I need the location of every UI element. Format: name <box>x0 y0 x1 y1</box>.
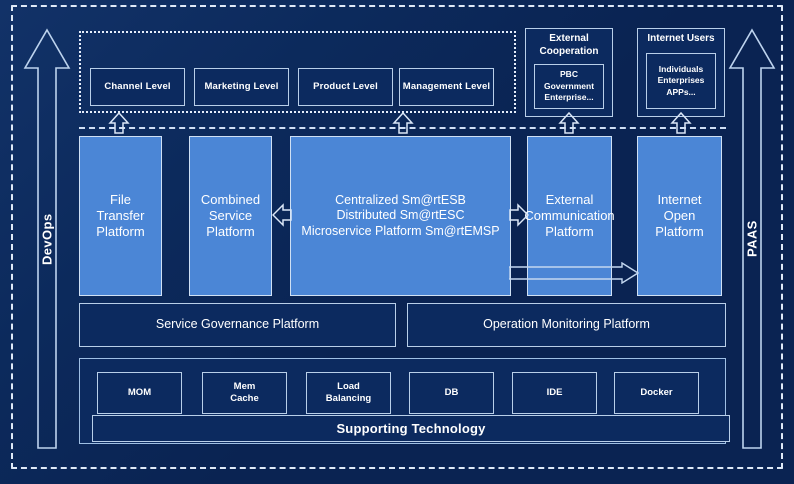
up-arrow-internet-users-icon <box>670 112 692 134</box>
platform-line: Combined <box>200 192 261 208</box>
platform-line: Microservice Platform Sm@rtEMSP <box>301 223 500 238</box>
platform-line: File <box>110 192 131 208</box>
platform-combined-service[interactable]: Combined Service Platform <box>189 136 272 296</box>
level-box-product[interactable]: Product Level <box>298 68 393 106</box>
level-box-management[interactable]: Management Level <box>399 68 494 106</box>
level-label: Product Level <box>313 81 378 93</box>
platform-line: Distributed Sm@rtESC <box>336 208 465 223</box>
platform-line: Platform <box>655 223 704 239</box>
tech-box-load-balancing[interactable]: Load Balancing <box>306 372 391 414</box>
platform-line: Internet <box>657 192 702 208</box>
platform-line: Service <box>208 208 253 224</box>
level-label: Channel Level <box>104 81 171 93</box>
external-cooperation-group[interactable]: External Cooperation PBC Government Ente… <box>525 28 613 117</box>
governance-label: Operation Monitoring Platform <box>483 317 650 332</box>
tech-box-mem-cache[interactable]: Mem Cache <box>202 372 287 414</box>
internet-users-group[interactable]: Internet Users Individuals Enterprises A… <box>637 28 725 117</box>
tech-label: MOM <box>127 387 152 399</box>
platform-esb-esc-emsp[interactable]: Centralized Sm@rtESB Distributed Sm@rtES… <box>290 136 511 296</box>
internet-users-inner: Individuals Enterprises APPs... <box>646 53 716 109</box>
level-box-marketing[interactable]: Marketing Level <box>194 68 289 106</box>
operation-monitoring-platform[interactable]: Operation Monitoring Platform <box>407 303 726 347</box>
platform-line: Platform <box>206 223 255 239</box>
left-arrow-combined-to-esb-icon <box>272 202 292 228</box>
right-arrow-esb-to-internet-open-icon <box>509 262 639 284</box>
application-levels-group <box>79 31 516 113</box>
platform-line: External <box>545 192 594 208</box>
supporting-technology-bar[interactable]: Supporting Technology <box>92 415 730 442</box>
right-arrow-esb-to-external-comm-icon <box>509 202 529 228</box>
tech-label: DB <box>444 387 459 399</box>
platform-external-communication[interactable]: External Communication Platform <box>524 136 615 296</box>
tech-label: Mem <box>233 381 256 393</box>
tech-box-ide[interactable]: IDE <box>512 372 597 414</box>
supporting-technology-label: Supporting Technology <box>336 421 486 436</box>
outer-dashed-frame <box>11 5 783 469</box>
platform-line: Centralized Sm@rtESB <box>335 193 466 208</box>
platform-line: Platform <box>545 223 594 239</box>
paas-arrow: PAAS <box>728 28 776 450</box>
platform-line: Transfer <box>96 208 145 224</box>
governance-label: Service Governance Platform <box>155 317 320 332</box>
up-arrow-channel-icon <box>108 112 130 134</box>
platform-line: Communication <box>524 208 615 224</box>
tech-box-db[interactable]: DB <box>409 372 494 414</box>
layer-separator-dashed-line <box>79 127 726 129</box>
platform-internet-open[interactable]: Internet Open Platform <box>637 136 722 296</box>
level-box-channel[interactable]: Channel Level <box>90 68 185 106</box>
external-cooperation-title: External Cooperation <box>539 33 599 57</box>
up-arrow-product-icon <box>392 112 414 134</box>
level-label: Management Level <box>402 81 491 93</box>
tech-box-mom[interactable]: MOM <box>97 372 182 414</box>
internet-users-title: Internet Users <box>647 33 715 44</box>
service-governance-platform[interactable]: Service Governance Platform <box>79 303 396 347</box>
platform-line: Open <box>663 208 696 224</box>
tech-label: Docker <box>640 387 673 399</box>
tech-label: Load <box>337 381 360 393</box>
tech-label: Balancing <box>325 393 372 404</box>
up-arrow-external-cooperation-icon <box>558 112 580 134</box>
level-label: Marketing Level <box>204 81 279 93</box>
tech-label: IDE <box>546 387 563 399</box>
platform-line: Platform <box>96 223 145 239</box>
tech-label: Cache <box>230 393 259 404</box>
external-cooperation-inner: PBC Government Enterprise... <box>534 64 604 109</box>
platform-file-transfer[interactable]: File Transfer Platform <box>79 136 162 296</box>
tech-box-docker[interactable]: Docker <box>614 372 699 414</box>
devops-arrow: DevOps <box>23 28 71 450</box>
